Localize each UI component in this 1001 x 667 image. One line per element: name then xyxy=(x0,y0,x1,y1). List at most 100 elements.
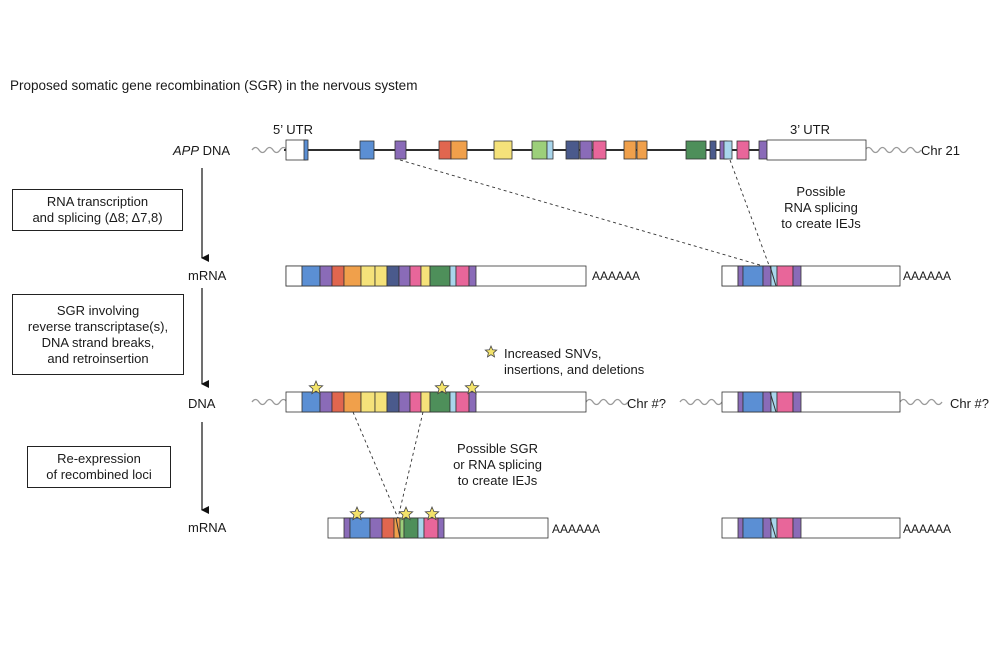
exon-box xyxy=(636,140,648,160)
mrna-exon xyxy=(770,517,778,539)
mrna-exon xyxy=(737,517,744,539)
app-gene-name: APP xyxy=(173,143,200,158)
exon-box xyxy=(565,140,580,160)
mrna-exon xyxy=(762,517,772,539)
row-label-mrna-1: mRNA xyxy=(188,268,227,283)
retro-exon xyxy=(455,391,470,413)
exon-box xyxy=(685,140,707,160)
exon-box xyxy=(709,140,717,160)
step-line: reverse transcriptase(s), xyxy=(27,318,169,334)
step-line: and retroinsertion xyxy=(47,350,149,366)
mutation-star xyxy=(424,505,440,521)
step-line: and splicing (Δ8; Δ7,8) xyxy=(32,210,163,225)
mrna-exon xyxy=(343,265,362,287)
exon-box xyxy=(592,140,607,160)
chr-unknown-label: Chr #? xyxy=(627,396,667,411)
splice-dashed-line xyxy=(729,159,771,269)
legend-star xyxy=(484,344,498,358)
app-dna-label: APP DNA xyxy=(173,143,230,159)
retro-exon xyxy=(742,391,764,413)
chr21-label: Chr 21 xyxy=(921,143,961,158)
mrna-exon xyxy=(319,265,333,287)
retro-exon xyxy=(762,391,772,413)
dna-helix-end xyxy=(585,398,629,406)
exon-box xyxy=(450,140,468,160)
annotation-line: Possible xyxy=(796,184,846,199)
poly-a-tail: AAAAAA xyxy=(903,522,952,536)
retro-exon xyxy=(420,391,431,413)
retro-exon xyxy=(792,391,802,413)
mutation-star xyxy=(308,379,324,395)
exon-box xyxy=(736,140,750,160)
mrna-exon xyxy=(770,265,778,287)
retro-exon xyxy=(374,391,388,413)
exon-box xyxy=(546,140,554,160)
mrna-exon xyxy=(449,265,457,287)
retro-exon xyxy=(398,391,411,413)
annotation-line: to create IEJs xyxy=(781,216,861,231)
annotation-line: to create IEJs xyxy=(457,473,538,488)
recombined-exon xyxy=(403,517,419,539)
mrna-exon xyxy=(360,265,376,287)
step-box-sgr: SGR involving reverse transcriptase(s), … xyxy=(12,294,184,375)
retro-exon xyxy=(468,391,477,413)
mutation-star xyxy=(464,379,480,395)
retro-exon xyxy=(301,391,321,413)
step-line: DNA strand breaks, xyxy=(41,334,155,350)
mutation-star xyxy=(398,505,414,521)
utr5-box xyxy=(285,139,307,161)
exon-box xyxy=(531,140,548,160)
app-dna-word: DNA xyxy=(202,143,231,158)
step-line: Re-expression xyxy=(57,451,141,466)
iej-junction-mark xyxy=(769,265,777,287)
diagram-title: Proposed somatic gene recombination (SGR… xyxy=(10,78,418,93)
retro-exon xyxy=(776,391,794,413)
mrna-exon xyxy=(398,265,411,287)
row-label-dna: DNA xyxy=(188,396,216,411)
step-box-reexpression: Re-expression of recombined loci xyxy=(27,446,171,488)
exon-box xyxy=(758,140,768,160)
dna-helix-end xyxy=(679,398,723,406)
mrna-exon xyxy=(737,265,744,287)
row-label-mrna-2: mRNA xyxy=(188,520,227,535)
mrna-exon xyxy=(429,265,451,287)
exon-box xyxy=(394,140,407,160)
utr3-box xyxy=(766,139,867,161)
utr5-label: 5’ UTR xyxy=(273,122,313,137)
step-line: of recombined loci xyxy=(46,467,152,482)
dna-helix-end xyxy=(864,146,922,154)
recombined-exon xyxy=(417,517,425,539)
recombined-exon xyxy=(349,517,371,539)
mrna-utr5 xyxy=(721,265,739,287)
retro-exon xyxy=(737,391,744,413)
recombined-exon xyxy=(343,517,351,539)
annotation-splice-top: Possible RNA splicing to create IEJs xyxy=(766,184,876,232)
exon-box xyxy=(438,140,452,160)
mrna-exon xyxy=(742,517,764,539)
mrna-exon xyxy=(792,517,802,539)
mrna-exon xyxy=(468,265,477,287)
recombined-exon xyxy=(369,517,383,539)
sgr-dashed-line xyxy=(352,411,399,519)
annotation-line: RNA splicing xyxy=(784,200,858,215)
annotation-line: or RNA splicing xyxy=(453,457,542,472)
exon-box xyxy=(579,140,593,160)
mrna-exon xyxy=(762,265,772,287)
mrna-exon xyxy=(301,265,321,287)
annotation-line: insertions, and deletions xyxy=(504,362,645,377)
chr-unknown-label: Chr #? xyxy=(950,396,990,411)
iej-junction-mark xyxy=(769,517,777,539)
exon-box xyxy=(359,140,375,160)
annotation-line: Increased SNVs, xyxy=(504,346,602,361)
retro-exon xyxy=(770,391,778,413)
exon-box xyxy=(493,140,513,160)
sgr-dashed-line xyxy=(397,411,424,519)
retro-exon xyxy=(319,391,333,413)
retro-exon xyxy=(449,391,457,413)
annotation-line: Possible SGR xyxy=(457,441,538,456)
mrna-exon xyxy=(455,265,470,287)
mrna-utr5 xyxy=(285,265,303,287)
mrna-exon xyxy=(386,265,400,287)
annotation-sgr-bottom: Possible SGR or RNA splicing to create I… xyxy=(435,441,560,489)
